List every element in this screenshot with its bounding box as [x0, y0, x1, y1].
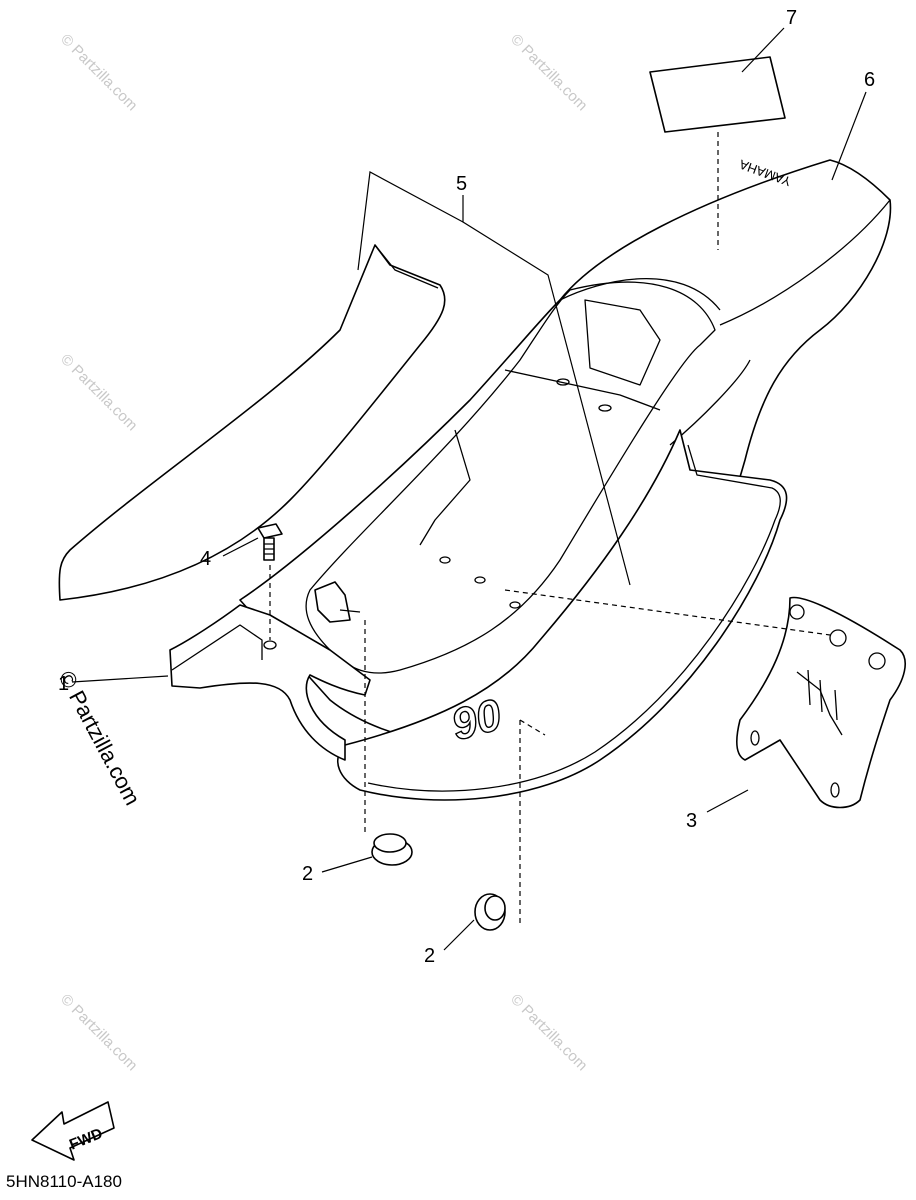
sticker-part-7	[649, 56, 786, 250]
callout-2: 2	[424, 945, 435, 967]
watermark: © Partzilla.com	[57, 351, 140, 434]
callout-6: 6	[864, 69, 875, 91]
callout-1: 1	[58, 673, 69, 695]
callout-2: 2	[302, 863, 313, 885]
callout-7: 7	[786, 7, 797, 29]
assembly-line	[519, 719, 546, 736]
callout-4: 4	[200, 548, 211, 570]
watermark: © Partzilla.com	[507, 991, 590, 1074]
grommet-part-2b	[474, 720, 521, 931]
callout-3: 3	[686, 810, 697, 832]
watermark: © Partzilla.com	[57, 31, 140, 114]
watermark: © Partzilla.com	[507, 31, 590, 114]
bracket-part-1	[169, 581, 371, 761]
callout-5: 5	[456, 173, 467, 195]
diagram-code: 5HN8110-A180	[6, 1172, 122, 1191]
fwd-arrow-icon: FWD	[31, 1101, 115, 1161]
side-cover: 90	[336, 429, 788, 801]
grommet-part-2a	[364, 620, 413, 866]
assembly-line	[504, 589, 831, 636]
watermark: © Partzilla.com	[57, 991, 140, 1074]
callouts: 7 6 5 4 1 3 2 2	[58, 7, 875, 967]
leader-lines	[71, 27, 867, 951]
bolt-part-4	[257, 523, 283, 640]
seat-part-5	[58, 244, 446, 601]
plate-bracket-part-3	[735, 596, 906, 809]
